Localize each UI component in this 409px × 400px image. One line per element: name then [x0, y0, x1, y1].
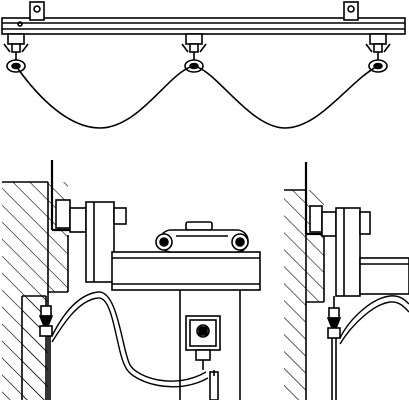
flexible-cable-left-inner: [51, 297, 209, 388]
cable-trolley: [155, 221, 249, 253]
festoon-cable-loop: [15, 65, 379, 129]
rail-bracket-left: [29, 1, 45, 21]
flexible-cable-left: [51, 291, 207, 382]
end-clamp-block: [69, 201, 127, 283]
cable-strain-relief-left: [38, 296, 54, 400]
rail: [1, 17, 406, 35]
c-rail-beam: [111, 251, 261, 291]
section-view-right: [284, 162, 409, 400]
cable-strain-relief-right: [326, 296, 342, 400]
junction-box: [185, 315, 221, 370]
support-column: [179, 290, 241, 400]
flexible-cable-right-inner: [339, 301, 409, 345]
end-clamp-block-right: [321, 207, 371, 297]
flexible-cable-right: [339, 295, 409, 339]
rail-end-bolt-icon: [17, 21, 23, 27]
rail-bracket-right: [343, 1, 359, 21]
section-view-left: [2, 160, 261, 400]
hatched-wall-left: [2, 181, 69, 400]
plug-connector: [209, 370, 219, 400]
c-rail-beam-right: [359, 257, 409, 295]
top-festoon-view: [1, 1, 406, 129]
